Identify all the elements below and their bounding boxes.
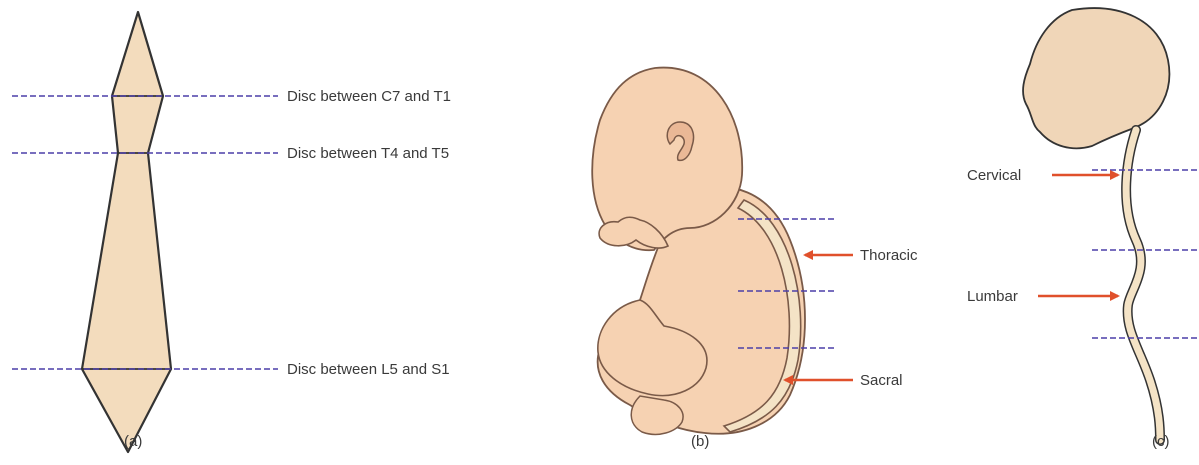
label-t4-t5: Disc between T4 and T5 (287, 145, 449, 162)
label-cervical: Cervical (967, 167, 1021, 184)
skull-icon (1023, 8, 1169, 148)
label-sacral: Sacral (860, 372, 903, 389)
panel-c: Cervical Lumbar (c) (967, 8, 1199, 450)
panel-b: Thoracic Sacral (b) (592, 68, 918, 450)
caption-b: (b) (691, 433, 709, 450)
caption-c: (c) (1152, 433, 1170, 450)
fetus-illustration (592, 68, 805, 435)
label-l5-s1: Disc between L5 and S1 (287, 361, 450, 378)
label-c7-t1: Disc between C7 and T1 (287, 88, 451, 105)
panel-a: Disc between C7 and T1 Disc between T4 a… (12, 12, 451, 452)
label-lumbar: Lumbar (967, 288, 1018, 305)
label-thoracic: Thoracic (860, 247, 918, 264)
spinal-segment-shape (82, 12, 171, 452)
caption-a: (a) (124, 433, 142, 450)
